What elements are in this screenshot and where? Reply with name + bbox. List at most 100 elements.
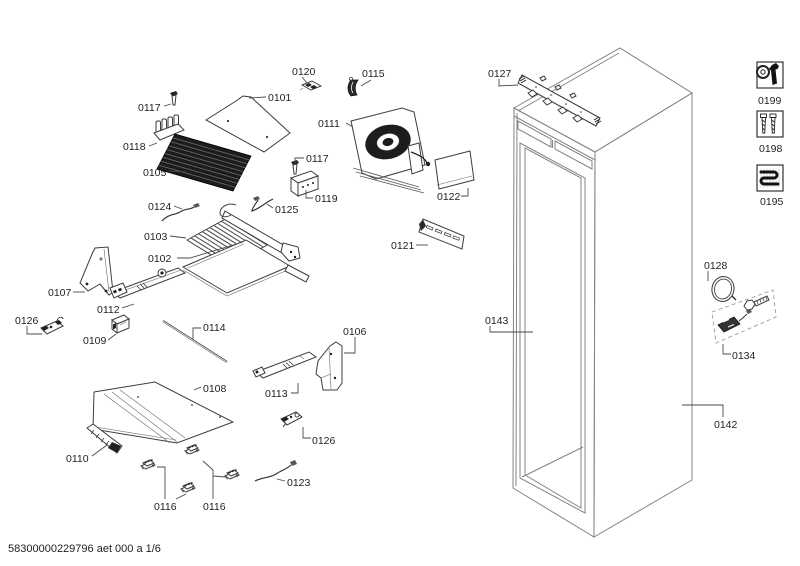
callout-0119: 0119: [315, 193, 338, 205]
part-0105-evaporator: [156, 133, 252, 192]
part-0123-wire: [254, 460, 297, 482]
part-0107-bracket: [79, 246, 114, 296]
part-0108-folded-tray: [92, 381, 235, 444]
leader-0115: [360, 79, 372, 87]
callout-labels: 0120 0101 0115 0117 0118 0105 0111 0117 …: [15, 66, 784, 513]
callout-0143: 0143: [485, 315, 509, 327]
part-0117-sensor-upper: [170, 91, 178, 106]
part-0126-latch-right: [280, 411, 303, 428]
callout-0127: 0127: [488, 68, 512, 80]
callout-0142: 0142: [714, 419, 738, 431]
part-0122-panel: [434, 150, 475, 190]
leader-0120: [301, 76, 308, 84]
part-0117-sensor-lower: [291, 160, 299, 175]
part-0124-wire: [161, 203, 200, 222]
callout-0126-right: 0126: [312, 435, 336, 447]
leader-0125: [266, 203, 274, 209]
leader-0126a: [26, 326, 42, 335]
part-0125-wire: [251, 196, 274, 212]
callout-0111: 0111: [318, 118, 340, 130]
serpentine-coil-icon: [759, 168, 780, 188]
part-0114-rod: [162, 320, 228, 363]
callout-0121: 0121: [391, 240, 415, 252]
legend-tools-box: [756, 61, 784, 89]
callout-0124: 0124: [148, 201, 172, 213]
wrench-and-nut-tools-icon: [756, 63, 779, 85]
leader-0134: [722, 344, 731, 355]
part-0115-bracket: [347, 77, 359, 97]
leader-0112: [121, 303, 135, 309]
callout-0198: 0198: [759, 143, 783, 155]
leader-0102: [177, 241, 244, 259]
leader-0142: [682, 404, 724, 417]
part-0109-clip: [111, 314, 130, 335]
callout-0105: 0105: [143, 167, 167, 179]
callout-0117-lower: 0117: [306, 153, 329, 165]
refrigerator-cabinet-drawing: [512, 47, 693, 538]
callout-0110: 0110: [66, 453, 89, 465]
callout-0102: 0102: [148, 253, 172, 265]
callout-0128: 0128: [704, 260, 728, 272]
callout-0103: 0103: [144, 231, 168, 243]
part-0102-tray: [181, 239, 310, 297]
callout-0114: 0114: [203, 322, 226, 334]
leader-0116a-branch: [175, 493, 187, 500]
part-0116-clip-4: [224, 468, 240, 480]
leader-0117b: [294, 157, 304, 164]
callout-0199: 0199: [758, 95, 782, 107]
leader-0122: [461, 188, 469, 197]
part-0127-harness: [517, 74, 602, 127]
part-0126-latch-left: [40, 316, 64, 335]
part-0134-kit: [711, 289, 777, 344]
callout-0115: 0115: [362, 68, 385, 80]
leader-0106: [344, 337, 356, 354]
callout-0116-right: 0116: [203, 501, 226, 513]
callout-0122: 0122: [437, 191, 461, 203]
leader-0119: [305, 190, 313, 199]
callout-0116-left: 0116: [154, 501, 177, 513]
part-0111-fan: [350, 107, 431, 194]
part-0119-terminal-box: [289, 170, 320, 197]
callout-0117-upper: 0117: [138, 102, 161, 114]
part-0112-rail: [109, 267, 187, 299]
part-0116-clip-2: [184, 443, 200, 455]
callout-0113: 0113: [265, 388, 288, 400]
part-0110-strip: [86, 423, 123, 454]
leader-0114: [192, 327, 201, 340]
part-0106-side-plate: [315, 341, 343, 391]
document-number-footer: 58300000229796 aet 000 a 1/6: [8, 543, 161, 555]
part-0128-ring: [711, 276, 737, 302]
part-0101-cover-panel: [205, 95, 291, 153]
callout-0118: 0118: [123, 141, 146, 153]
part-0118-finned-block: [153, 114, 185, 141]
leader-0111: [345, 122, 354, 128]
callout-0134: 0134: [732, 350, 756, 362]
callout-0112: 0112: [97, 304, 120, 316]
callout-0195: 0195: [760, 196, 784, 208]
callout-0120: 0120: [292, 66, 316, 78]
legend-screws-box: [756, 110, 784, 138]
leader-lines: [26, 76, 731, 500]
legend-coil-box: [756, 164, 784, 192]
leader-0113: [291, 383, 299, 394]
callout-0126-left: 0126: [15, 315, 39, 327]
callout-0123: 0123: [287, 477, 311, 489]
leader-0124: [173, 205, 183, 210]
callout-0109: 0109: [83, 335, 107, 347]
leader-0126b: [302, 427, 311, 439]
leader-0116b-branch: [212, 475, 227, 478]
leader-0127: [498, 79, 519, 87]
leader-0109: [107, 333, 117, 341]
screws-icon: [760, 113, 777, 134]
leader-0116b: [202, 460, 214, 499]
part-0120-connector: [299, 80, 323, 91]
part-0116-clip-1: [140, 458, 156, 470]
leader-0101: [248, 96, 267, 99]
part-0113-rail-assembly: [252, 351, 318, 379]
leader-0143: [489, 326, 533, 333]
callout-0101: 0101: [268, 92, 292, 104]
part-0116-clip-3: [180, 481, 196, 493]
leader-0116a: [157, 466, 166, 499]
callout-0106: 0106: [343, 326, 367, 338]
